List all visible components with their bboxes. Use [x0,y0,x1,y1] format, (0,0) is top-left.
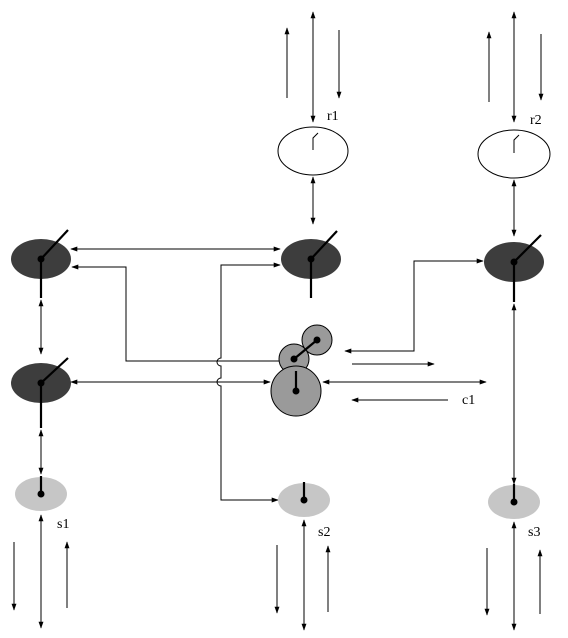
ring-node-r2 [477,129,551,179]
label-r1: r1 [327,109,339,124]
dark-node-middle [281,230,341,298]
cluster-to-top-left-path [71,264,283,362]
cluster-node-c1 [270,324,333,417]
label-r2: r2 [530,113,542,128]
light-node-s1 [15,476,67,511]
label-s3: s3 [528,525,540,540]
light-node-s3 [488,484,540,519]
right-dark-to-cluster-path [344,258,484,354]
dark-node-top-left [11,229,71,298]
ring-node-r1 [277,126,349,176]
dark-node-lower-left [11,357,71,428]
s2-to-middle-dark-path [216,262,281,503]
label-s1: s1 [57,517,69,532]
light-node-s2 [278,482,330,517]
label-s2: s2 [318,525,330,540]
dark-node-right [484,234,544,302]
label-c1: c1 [462,393,475,408]
